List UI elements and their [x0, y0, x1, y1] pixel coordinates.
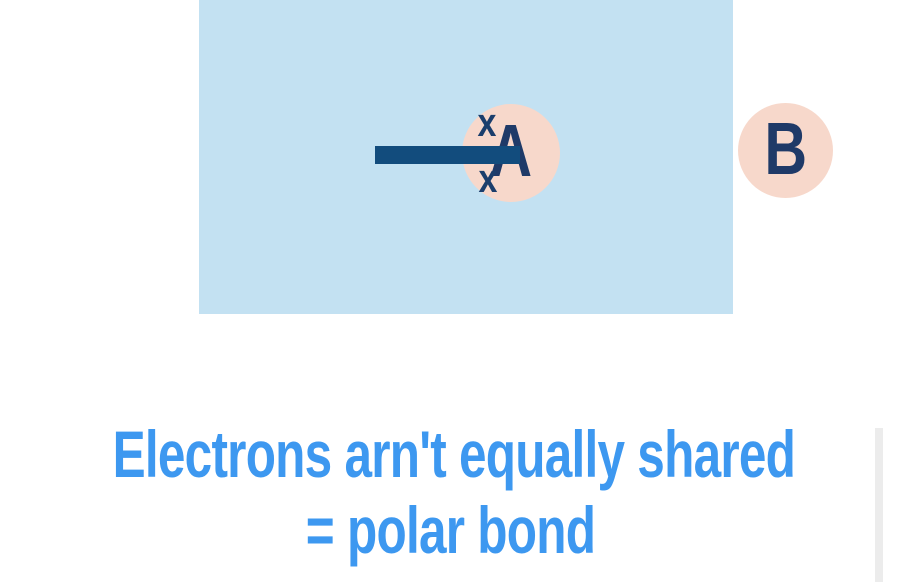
caption-line-1: Electrons arn't equally shared: [112, 417, 796, 491]
bond-line: [375, 146, 520, 164]
diagram-panel: A B: [199, 0, 833, 314]
atom-b-circle: B: [738, 103, 833, 198]
caption-line-2: = polar bond: [305, 493, 596, 567]
caption: Electrons arn't equally shared = polar b…: [112, 416, 796, 568]
right-edge-strip: [875, 428, 883, 582]
atom-b-label: B: [764, 106, 807, 190]
electron-top-mark: x: [477, 101, 497, 145]
electron-bottom-mark: x: [478, 157, 498, 201]
